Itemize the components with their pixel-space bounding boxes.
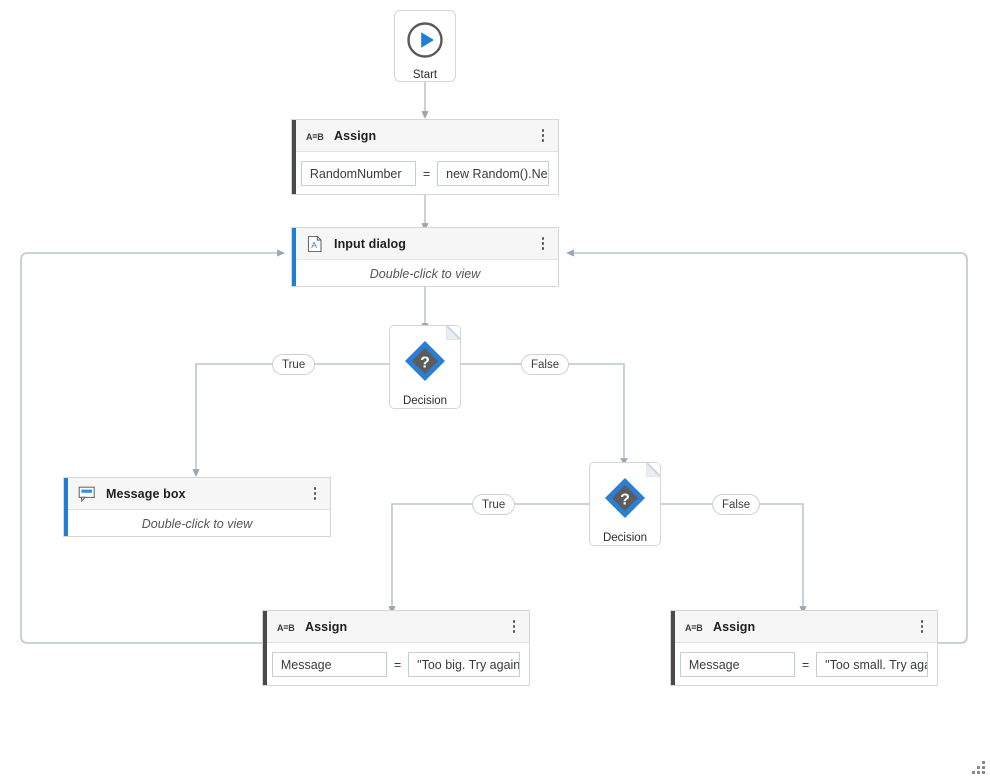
node-accent-bar — [263, 611, 267, 685]
svg-text:A: A — [311, 240, 317, 250]
node-header[interactable]: A B Assign — [671, 611, 937, 643]
node-body: RandomNumber = new Random().Ne — [292, 152, 558, 195]
assign-right-field[interactable]: "Too small. Try aga — [816, 652, 929, 677]
assign-left-field[interactable]: RandomNumber — [300, 161, 416, 186]
assign-right-field[interactable]: "Too big. Try again — [408, 652, 521, 677]
assign-operator: = — [801, 657, 810, 672]
node-title: Assign — [334, 128, 377, 143]
a-equals-b-icon: A B — [685, 618, 703, 636]
svg-text:A: A — [277, 623, 284, 633]
node-body[interactable]: Double-click to view — [64, 510, 330, 537]
node-menu-button[interactable] — [536, 235, 550, 253]
svg-text:?: ? — [420, 355, 430, 372]
svg-text:B: B — [317, 132, 324, 142]
edge-label-decision1-false: False — [521, 354, 570, 375]
assign-left-field[interactable]: Message — [271, 652, 387, 677]
assign-operator: = — [393, 657, 402, 672]
message-box-icon — [78, 485, 96, 503]
input-dialog-icon: A — [306, 235, 324, 253]
assign-left-field[interactable]: Message — [679, 652, 795, 677]
node-body: Message = "Too big. Try again — [263, 643, 529, 686]
node-header[interactable]: A B Assign — [292, 120, 558, 152]
dogear-corner-icon — [646, 463, 660, 477]
decision-diamond-icon: ? — [403, 339, 447, 388]
node-header[interactable]: A Input dialog — [292, 228, 558, 260]
node-accent-bar — [292, 228, 296, 286]
assign-operator: = — [422, 166, 431, 181]
node-title: Input dialog — [334, 236, 407, 251]
node-menu-button[interactable] — [536, 127, 550, 145]
decision-label: Decision — [602, 532, 648, 544]
node-decision-2[interactable]: ? Decision — [589, 462, 661, 546]
node-menu-button[interactable] — [507, 618, 521, 636]
node-input-dialog[interactable]: A Input dialog Double-click to view — [291, 227, 559, 287]
svg-text:B: B — [288, 623, 295, 633]
edge-label-decision1-true: True — [272, 354, 316, 375]
node-menu-button[interactable] — [308, 485, 322, 503]
svg-text:B: B — [696, 623, 703, 633]
edge-label-decision2-false: False — [712, 494, 761, 515]
node-header[interactable]: Message box — [64, 478, 330, 510]
assign-expression-row: RandomNumber = new Random().Ne — [300, 161, 550, 186]
node-menu-button[interactable] — [915, 618, 929, 636]
node-header[interactable]: A B Assign — [263, 611, 529, 643]
node-assign-too-small[interactable]: A B Assign Message = "Too small. Try aga — [670, 610, 938, 686]
svg-text:A: A — [685, 623, 692, 633]
decision-label: Decision — [402, 395, 448, 407]
node-assign-random[interactable]: A B Assign RandomNumber = new Random().N… — [291, 119, 559, 195]
assign-right-field[interactable]: new Random().Ne — [437, 161, 550, 186]
resize-grip-icon[interactable] — [971, 760, 985, 774]
play-circle-icon — [403, 18, 447, 67]
node-title: Message box — [106, 486, 186, 501]
dogear-corner-icon — [446, 326, 460, 340]
node-title: Assign — [305, 619, 348, 634]
svg-text:A: A — [306, 132, 313, 142]
assign-expression-row: Message = "Too small. Try aga — [679, 652, 929, 677]
svg-text:?: ? — [620, 492, 630, 509]
assign-expression-row: Message = "Too big. Try again — [271, 652, 521, 677]
double-click-hint: Double-click to view — [369, 266, 481, 281]
node-start[interactable]: Start — [394, 10, 456, 82]
node-decision-1[interactable]: ? Decision — [389, 325, 461, 409]
start-label: Start — [412, 69, 438, 81]
node-assign-too-big[interactable]: A B Assign Message = "Too big. Try again — [262, 610, 530, 686]
node-message-box[interactable]: Message box Double-click to view — [63, 477, 331, 537]
node-body: Message = "Too small. Try aga — [671, 643, 937, 686]
a-equals-b-icon: A B — [306, 127, 324, 145]
a-equals-b-icon: A B — [277, 618, 295, 636]
edge-label-decision2-true: True — [472, 494, 516, 515]
node-body[interactable]: Double-click to view — [292, 260, 558, 287]
node-accent-bar — [292, 120, 296, 194]
node-accent-bar — [64, 478, 68, 536]
node-title: Assign — [713, 619, 756, 634]
node-accent-bar — [671, 611, 675, 685]
decision-diamond-icon: ? — [603, 476, 647, 525]
double-click-hint: Double-click to view — [141, 516, 253, 531]
